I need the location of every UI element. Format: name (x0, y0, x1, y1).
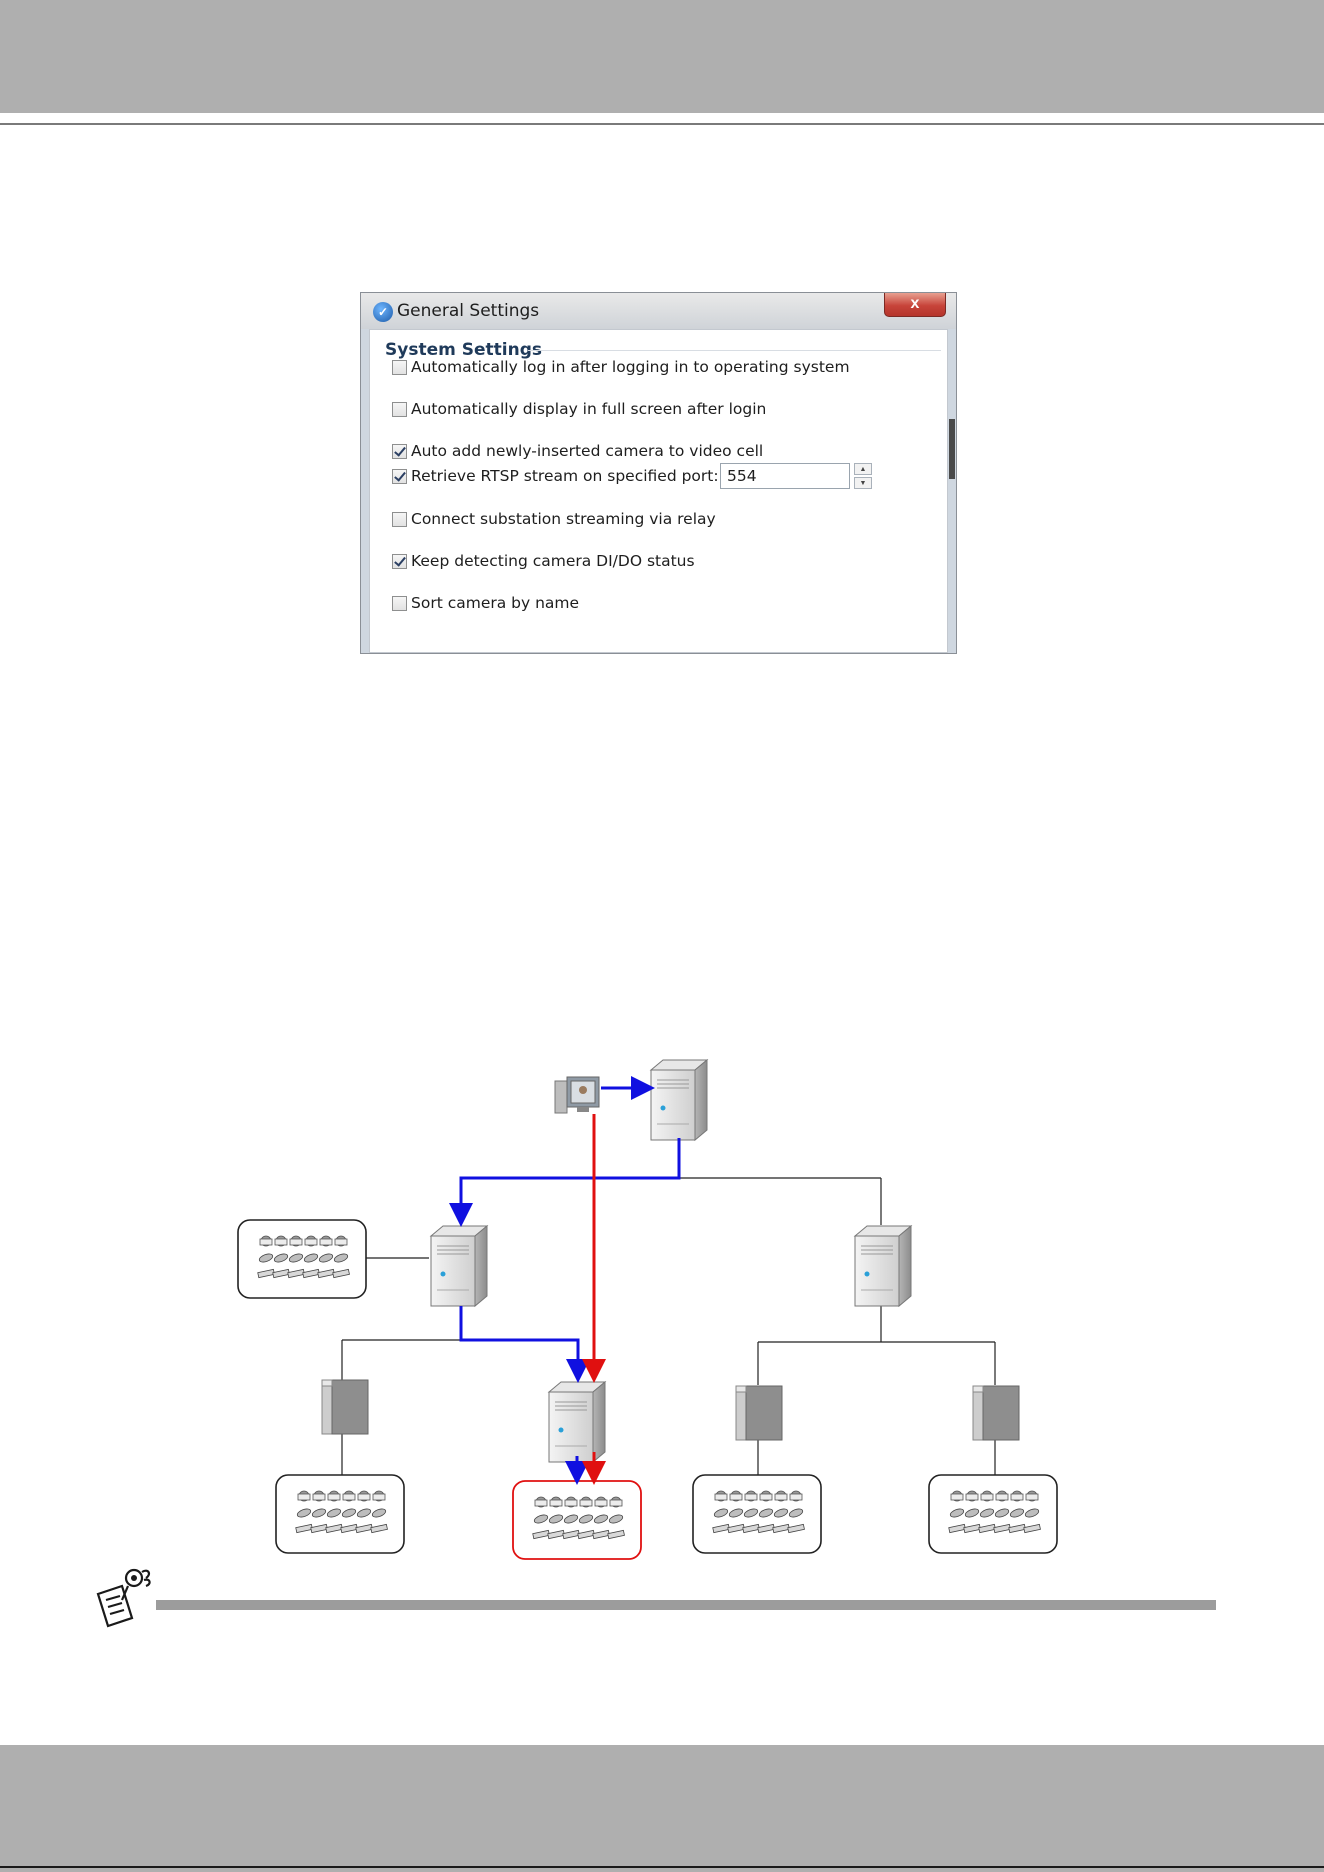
page-header-band (0, 0, 1324, 113)
camera-group-icon (275, 1474, 405, 1554)
option-auto-add-camera[interactable]: Auto add newly-inserted camera to video … (392, 440, 763, 462)
footer-rule (0, 1866, 1324, 1868)
app-logo-icon: ✓ (373, 302, 393, 322)
option-label: Sort camera by name (411, 594, 580, 612)
right-server-icon (854, 1225, 912, 1307)
option-rtsp-port[interactable]: Retrieve RTSP stream on specified port: (392, 465, 719, 487)
top-server-icon (650, 1059, 708, 1141)
camera-group-relay-icon (512, 1480, 642, 1560)
option-label: Keep detecting camera DI/DO status (411, 552, 695, 570)
option-dido-status[interactable]: Keep detecting camera DI/DO status (392, 550, 695, 572)
left-server-icon (430, 1225, 488, 1307)
section-divider (528, 350, 941, 351)
checkbox-relay-streaming[interactable] (392, 511, 407, 527)
nvr-mid-icon (735, 1385, 783, 1441)
option-full-screen[interactable]: Automatically display in full screen aft… (392, 398, 766, 420)
checkbox-sort-by-name[interactable] (392, 595, 407, 611)
checkbox-auto-add-camera[interactable] (392, 443, 407, 459)
option-label: Automatically log in after logging in to… (411, 358, 850, 376)
dialog-titlebar[interactable]: ✓ General Settings x (361, 293, 956, 329)
checkbox-auto-login[interactable] (392, 359, 407, 375)
close-button[interactable]: x (884, 293, 946, 317)
section-title: System Settings (385, 340, 542, 360)
port-stepper[interactable]: ▲ ▼ (854, 463, 872, 489)
nvr-left-icon (321, 1379, 369, 1435)
dialog-title: General Settings (397, 301, 540, 321)
option-relay-streaming[interactable]: Connect substation streaming via relay (392, 508, 716, 530)
option-sort-by-name[interactable]: Sort camera by name (392, 592, 579, 614)
header-rule (0, 123, 1324, 125)
option-label: Auto add newly-inserted camera to video … (411, 442, 764, 460)
dialog-left-edge (361, 329, 369, 653)
camera-group-icon (928, 1474, 1058, 1554)
option-label: Automatically display in full screen aft… (411, 400, 767, 418)
stepper-down-icon[interactable]: ▼ (854, 477, 872, 489)
client-workstation-icon (554, 1076, 600, 1114)
relay-topology-diagram (237, 1059, 1058, 1560)
note-pen-icon (96, 1568, 151, 1628)
topology-lines (341, 1177, 996, 1475)
client-stream-path (449, 1076, 681, 1485)
checkbox-rtsp-port[interactable] (392, 468, 407, 484)
dialog-scrollbar[interactable] (948, 329, 956, 653)
general-settings-dialog: ✓ General Settings x System Settings Aut… (360, 292, 957, 654)
settings-panel: System Settings Automatically log in aft… (369, 329, 948, 653)
nvr-right-icon (972, 1385, 1020, 1441)
substation-server-icon (548, 1381, 606, 1463)
stepper-up-icon[interactable]: ▲ (854, 463, 872, 475)
rtsp-port-input[interactable] (720, 463, 850, 489)
checkbox-full-screen[interactable] (392, 401, 407, 417)
page-footer-band (0, 1745, 1324, 1872)
checkbox-dido-status[interactable] (392, 553, 407, 569)
note-divider-bar (156, 1600, 1216, 1610)
option-auto-login[interactable]: Automatically log in after logging in to… (392, 356, 850, 378)
option-label: Retrieve RTSP stream on specified port: (411, 467, 719, 485)
camera-group-icon (692, 1474, 822, 1554)
option-label: Connect substation streaming via relay (411, 510, 716, 528)
camera-group-icon (237, 1219, 367, 1299)
